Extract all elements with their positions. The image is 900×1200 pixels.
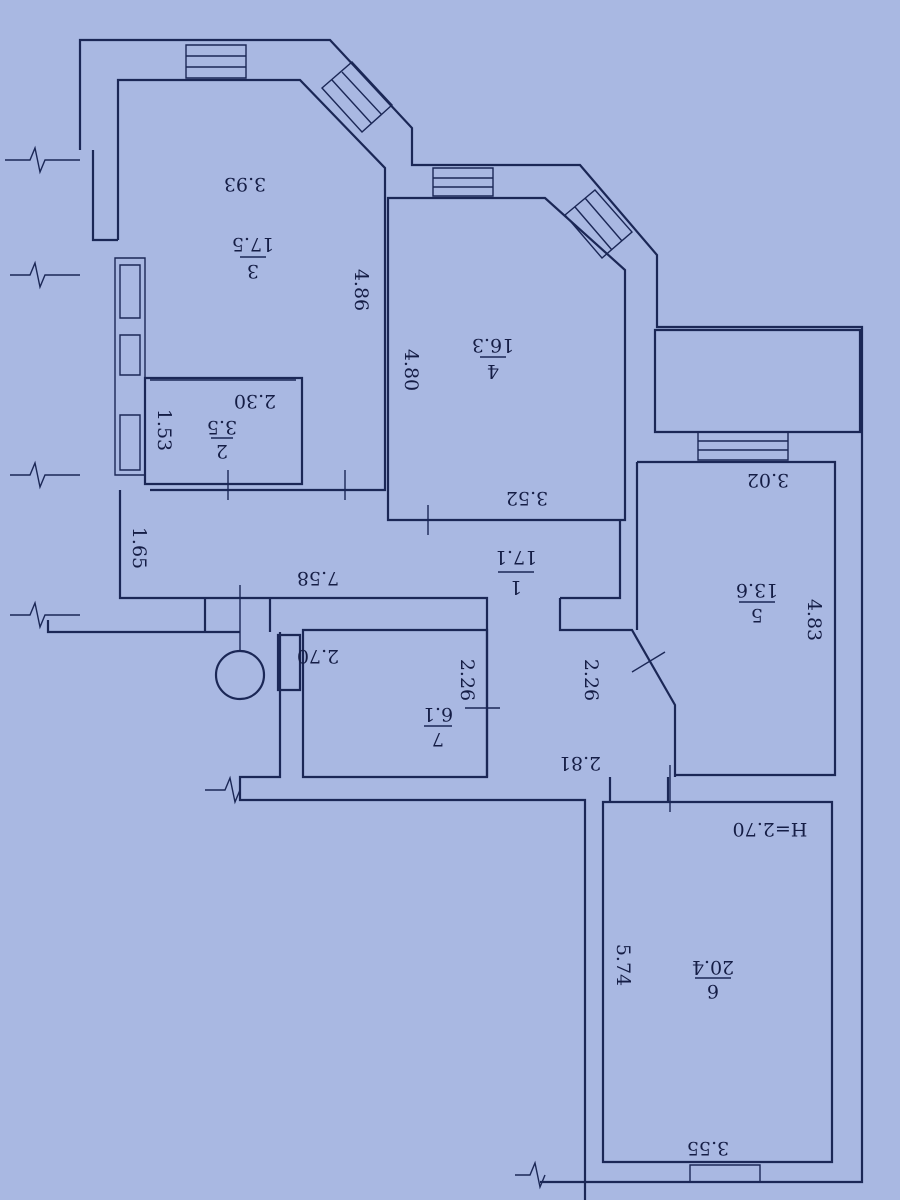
room-4-number: 4: [487, 360, 499, 382]
room-6-number: 6: [707, 980, 719, 1002]
dim-r4-width: 3.52: [506, 487, 548, 509]
room-5-number: 5: [751, 604, 763, 626]
room-7-number: 7: [432, 728, 444, 750]
dim-r2-length: 1.53: [153, 409, 175, 451]
dim-r4-length: 4.80: [400, 349, 422, 391]
room-4-area: 16.3: [472, 334, 514, 356]
room-3-area: 17.5: [232, 233, 274, 255]
dim-r2-width: 2.30: [234, 390, 276, 412]
dim-r1-length: 7.58: [297, 567, 339, 589]
room-1-area: 17.1: [495, 546, 537, 568]
dim-r6-length: 5.74: [612, 944, 634, 986]
break-marks: [5, 145, 546, 1190]
room-3-number: 3: [247, 260, 259, 282]
dim-r1-hall: 2.26: [580, 659, 602, 701]
dim-r1-bottom: 2.81: [559, 752, 601, 774]
dim-r5-length: 4.83: [803, 599, 825, 641]
dim-r5-width: 3.02: [747, 469, 789, 491]
dim-r1-width: 1.65: [128, 527, 150, 569]
riser-circle: [214, 649, 266, 701]
room-6-area: 20.4: [692, 956, 734, 978]
ceiling-height: H=2.70: [733, 818, 808, 840]
dim-r7-length: 2.26: [456, 659, 478, 701]
dim-r7-width: 2.70: [297, 645, 339, 667]
room-1-number: 1: [510, 576, 522, 598]
doors: [227, 470, 671, 812]
walls: [46, 38, 864, 1200]
labels: 3.93 3 17.5 4.86 4.80 4 16.3 3.52 2 3.5 …: [128, 173, 825, 1159]
windows: [114, 44, 789, 1183]
dim-r3-length: 4.86: [350, 269, 372, 311]
room-2-number: 2: [216, 440, 228, 462]
dim-r3-width: 3.93: [224, 173, 266, 195]
dim-r6-width: 3.55: [687, 1137, 729, 1159]
room-7-area: 6.1: [423, 703, 453, 725]
room-5-area: 13.6: [736, 579, 778, 601]
room-2-area: 3.5: [207, 416, 237, 438]
